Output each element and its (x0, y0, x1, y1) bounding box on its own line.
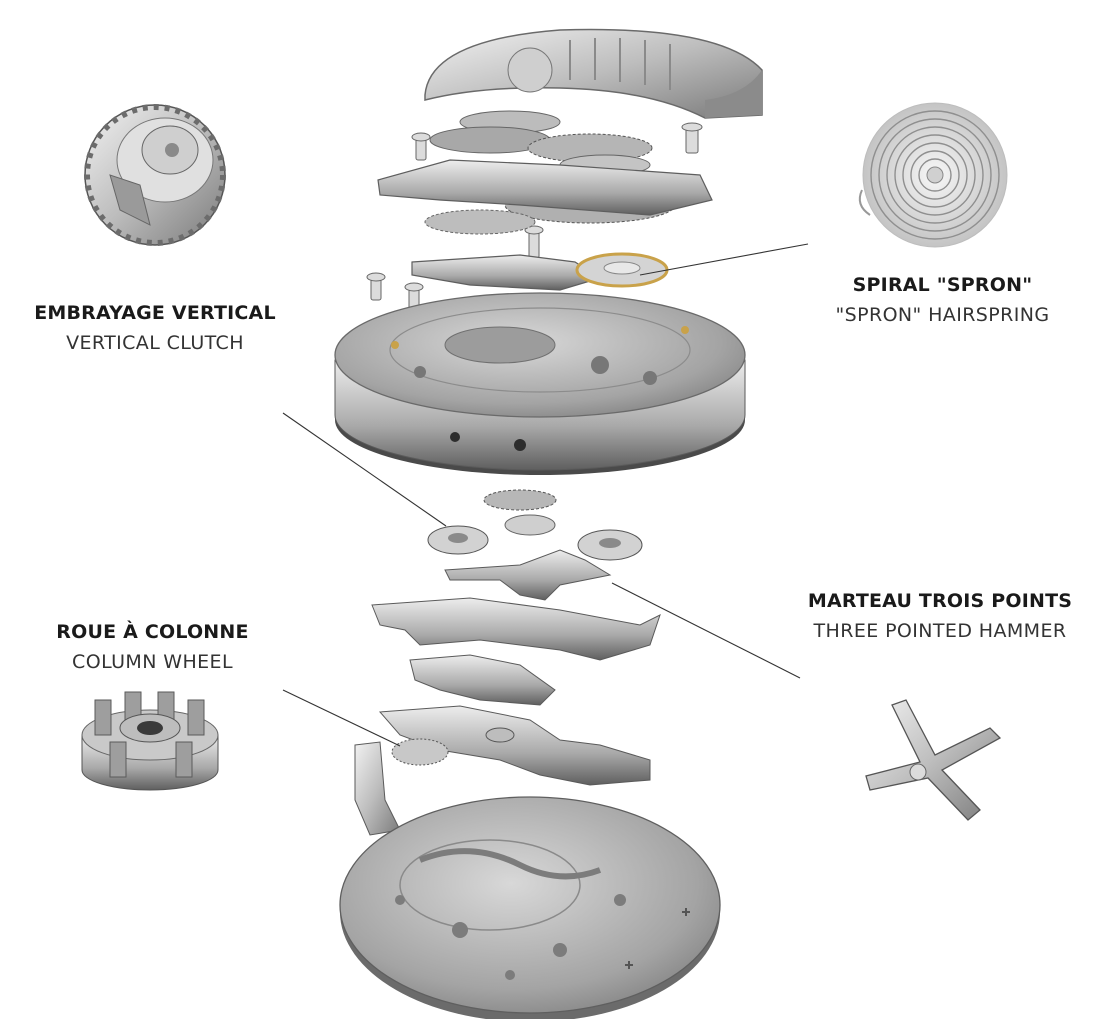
main-plate (334, 292, 746, 475)
label-spiral-fr: SPIRAL "SPRON" (852, 274, 1033, 296)
balance-assembly (575, 252, 669, 288)
vertical-clutch-image (84, 104, 226, 246)
three-pointed-hammer-image (865, 699, 1002, 821)
label-roue-fr: ROUE À COLONNE (56, 621, 249, 643)
label-marteau-fr: MARTEAU TROIS POINTS (807, 590, 1073, 612)
label-marteau-trois-points: MARTEAU TROIS POINTS THREE POINTED HAMME… (795, 586, 1085, 646)
chronograph-levers (354, 597, 661, 836)
screws (366, 122, 703, 311)
label-roue-a-colonne: ROUE À COLONNE COLUMN WHEEL (40, 617, 265, 677)
leader-lines (282, 243, 809, 747)
hairspring-image (858, 102, 1008, 248)
clutch-and-hammer-parts (427, 489, 643, 601)
label-embrayage-vertical: EMBRAYAGE VERTICAL VERTICAL CLUTCH (30, 298, 280, 358)
top-bridge (424, 28, 763, 119)
label-embrayage-fr: EMBRAYAGE VERTICAL (34, 302, 276, 324)
label-spiral-en: "SPRON" HAIRSPRING (835, 304, 1050, 326)
label-marteau-en: THREE POINTED HAMMER (813, 620, 1067, 642)
barrel-bridge (377, 159, 713, 291)
column-wheel-image (81, 691, 219, 791)
bottom-plate (339, 796, 721, 1019)
label-roue-en: COLUMN WHEEL (72, 651, 233, 673)
label-spiral-spron: SPIRAL "SPRON" "SPRON" HAIRSPRING (810, 270, 1075, 330)
label-embrayage-en: VERTICAL CLUTCH (66, 332, 244, 354)
